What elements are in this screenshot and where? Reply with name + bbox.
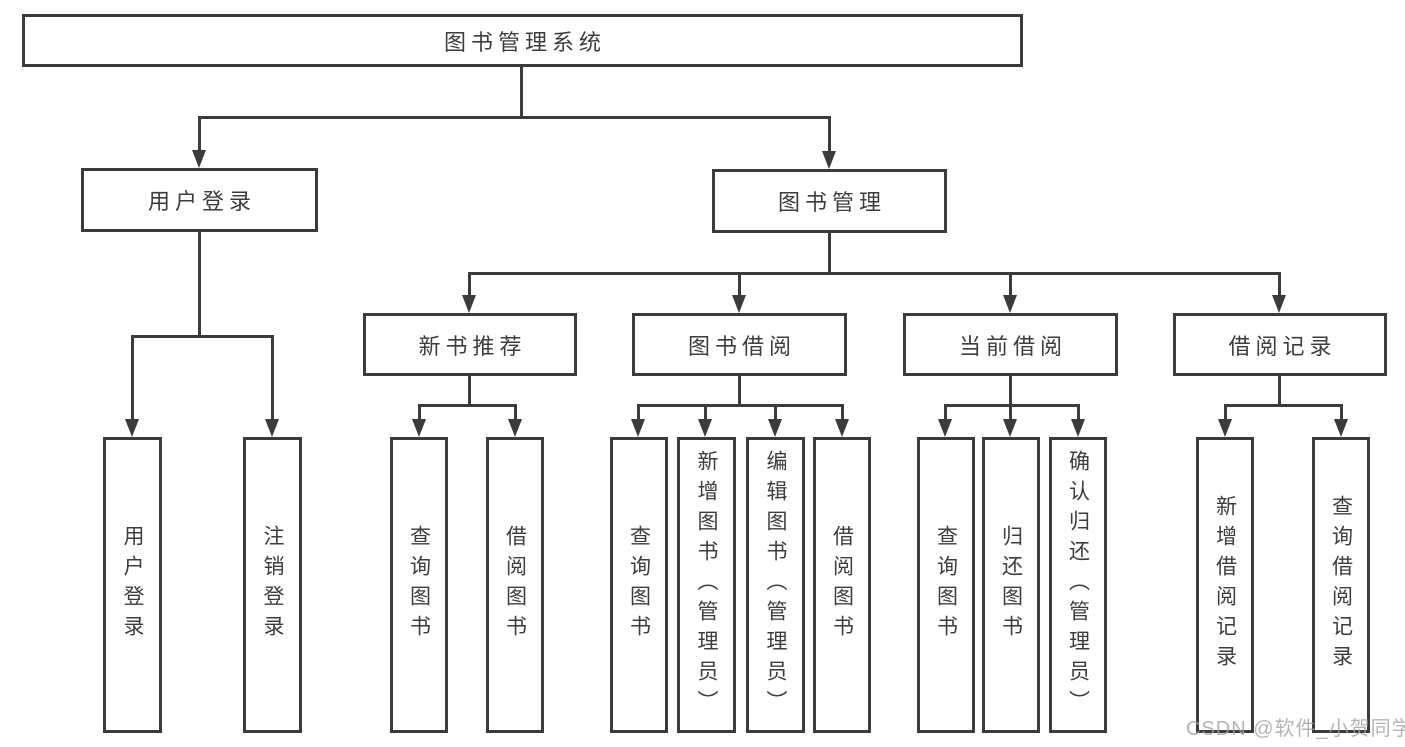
connector-line <box>944 404 947 421</box>
leaf-nb-borrow-books-label: 借阅图书 <box>503 525 527 645</box>
connector-line <box>418 404 517 407</box>
leaf-bb-borrow-books: 借阅图书 <box>813 437 871 733</box>
node-book-mgmt: 图书管理 <box>712 169 947 233</box>
leaf-br-query-record: 查询借阅记录 <box>1312 437 1370 733</box>
connector-line <box>131 335 134 421</box>
leaf-br-add-record-label: 新增借阅记录 <box>1213 495 1237 675</box>
arrow-down-icon <box>835 419 849 437</box>
arrow-down-icon <box>698 419 712 437</box>
connector-line <box>520 67 523 119</box>
leaf-nb-query-books-label: 查询图书 <box>407 525 431 645</box>
connector-line <box>637 404 844 407</box>
arrow-down-icon <box>822 151 836 169</box>
node-root: 图书管理系统 <box>22 14 1023 67</box>
arrow-down-icon <box>508 419 522 437</box>
connector-line <box>418 404 421 421</box>
connector-line <box>198 232 201 338</box>
connector-line <box>271 335 274 421</box>
leaf-bb-add-books-admin-label: 新增图书（管理员） <box>695 450 718 720</box>
connector-line <box>468 272 1281 275</box>
leaf-cb-query-books: 查询图书 <box>917 437 975 733</box>
leaf-cb-confirm-return-admin: 确认归还（管理员） <box>1049 437 1107 733</box>
connector-line <box>1009 404 1012 421</box>
leaf-br-add-record: 新增借阅记录 <box>1196 437 1254 733</box>
leaf-logout-label: 注销登录 <box>261 525 284 645</box>
arrow-down-icon <box>192 150 206 168</box>
connector-line <box>1224 404 1343 407</box>
arrow-down-icon <box>732 295 746 313</box>
leaf-bb-borrow-books-label: 借阅图书 <box>830 525 854 645</box>
arrow-down-icon <box>1071 419 1085 437</box>
connector-line <box>1278 272 1281 297</box>
node-user-login: 用户登录 <box>81 168 318 232</box>
connector-line <box>738 272 741 297</box>
connector-line <box>704 404 707 421</box>
connector-line <box>198 116 831 119</box>
leaf-bb-query-books: 查询图书 <box>610 437 668 733</box>
node-current-borrow: 当前借阅 <box>903 313 1118 376</box>
leaf-bb-query-books-label: 查询图书 <box>627 525 651 645</box>
leaf-nb-query-books: 查询图书 <box>390 437 448 733</box>
arrow-down-icon <box>631 419 645 437</box>
leaf-user-login: 用户登录 <box>103 437 162 733</box>
connector-line <box>1224 404 1227 421</box>
connector-line <box>944 404 1080 407</box>
connector-line <box>828 116 831 153</box>
arrow-down-icon <box>462 295 476 313</box>
node-book-borrow-label: 图书借阅 <box>687 333 796 359</box>
leaf-user-login-label: 用户登录 <box>121 525 144 645</box>
connector-line <box>1077 404 1080 421</box>
leaf-bb-add-books-admin: 新增图书（管理员） <box>677 437 736 733</box>
connector-line <box>1009 272 1012 297</box>
connector-line <box>637 404 640 421</box>
connector-line <box>1009 376 1012 407</box>
node-book-borrow: 图书借阅 <box>632 313 847 376</box>
leaf-cb-query-books-label: 查询图书 <box>934 525 958 645</box>
node-borrow-records-label: 借阅记录 <box>1228 333 1337 359</box>
leaf-logout: 注销登录 <box>243 437 302 733</box>
connector-line <box>738 376 741 407</box>
leaf-bb-edit-books-admin: 编辑图书（管理员） <box>746 437 805 733</box>
leaf-cb-return-books: 归还图书 <box>982 437 1040 733</box>
node-new-book-rec: 新书推荐 <box>363 313 577 376</box>
leaf-br-query-record-label: 查询借阅记录 <box>1329 495 1353 675</box>
connector-line <box>774 404 777 421</box>
connector-line <box>468 272 471 297</box>
connector-line <box>198 116 201 152</box>
leaf-cb-return-books-label: 归还图书 <box>999 525 1023 645</box>
leaf-nb-borrow-books: 借阅图书 <box>486 437 544 733</box>
arrow-down-icon <box>125 419 139 437</box>
leaf-bb-edit-books-admin-label: 编辑图书（管理员） <box>764 450 787 720</box>
connector-line <box>1340 404 1343 421</box>
connector-line <box>514 404 517 421</box>
connector-line <box>131 335 274 338</box>
arrow-down-icon <box>1003 295 1017 313</box>
csdn-watermark: CSDN @软件_小贺同学 <box>1186 718 1405 740</box>
leaf-cb-confirm-return-admin-label: 确认归还（管理员） <box>1066 450 1090 720</box>
arrow-down-icon <box>1218 419 1232 437</box>
connector-line <box>468 376 471 407</box>
arrow-down-icon <box>938 419 952 437</box>
arrow-down-icon <box>1272 295 1286 313</box>
arrow-down-icon <box>1334 419 1348 437</box>
arrow-down-icon <box>412 419 426 437</box>
arrow-down-icon <box>768 419 782 437</box>
arrow-down-icon <box>1003 419 1017 437</box>
node-root-label: 图书管理系统 <box>443 29 606 55</box>
connector-line <box>1278 376 1281 407</box>
node-book-mgmt-label: 图书管理 <box>777 190 886 215</box>
node-current-borrow-label: 当前借阅 <box>958 333 1067 359</box>
node-user-login-label: 用户登录 <box>147 189 256 214</box>
arrow-down-icon <box>265 419 279 437</box>
node-new-book-rec-label: 新书推荐 <box>418 333 527 359</box>
node-borrow-records: 借阅记录 <box>1173 313 1387 376</box>
connector-line <box>828 233 831 275</box>
connector-line <box>841 404 844 421</box>
